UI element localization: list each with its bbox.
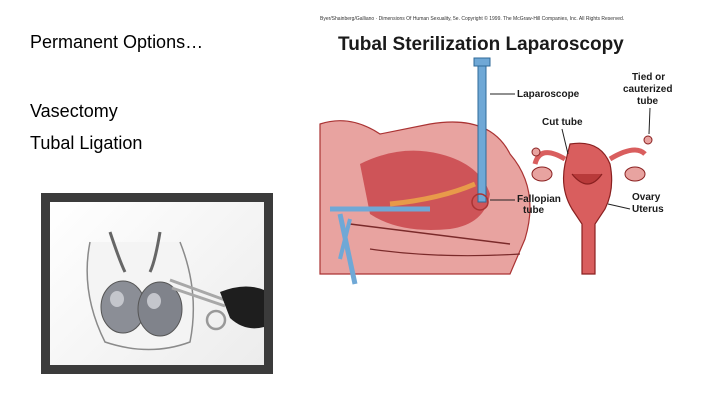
label-cut-tube: Cut tube [542, 117, 583, 128]
diagram-caption: Byer/Shainberg/Galliano · Dimensions Of … [320, 15, 624, 22]
tubal-sterilization-diagram: Byer/Shainberg/Galliano · Dimensions Of … [310, 14, 694, 304]
uterus-front-view [562, 142, 613, 275]
ovary-right [624, 166, 646, 182]
slide-heading: Permanent Options… [30, 32, 204, 52]
label-fallopian-line2: tube [523, 205, 545, 216]
slide-text-block: Permanent Options… Vasectomy Tubal Ligat… [30, 30, 290, 159]
bullet-tubal-ligation: Tubal Ligation [30, 133, 143, 153]
label-ovary: Ovary [632, 192, 661, 203]
diagram-title: Tubal Sterilization Laparoscopy [338, 34, 624, 55]
inserted-instrument [389, 181, 476, 207]
label-tied-line1: Tied or [632, 72, 665, 83]
label-uterus: Uterus [632, 204, 664, 215]
bullet-vasectomy: Vasectomy [30, 101, 118, 121]
vasectomy-illustration [50, 202, 264, 365]
laparoscope-icon [477, 61, 487, 203]
vasectomy-drawing [86, 231, 264, 351]
label-fallopian-line1: Fallopian [517, 194, 561, 205]
vasectomy-image-frame [41, 193, 273, 374]
label-tied-line2: cauterized [623, 84, 672, 95]
label-tied-line3: tube [637, 96, 659, 107]
ovary-left [531, 166, 553, 182]
label-laparoscope: Laparoscope [517, 89, 580, 100]
